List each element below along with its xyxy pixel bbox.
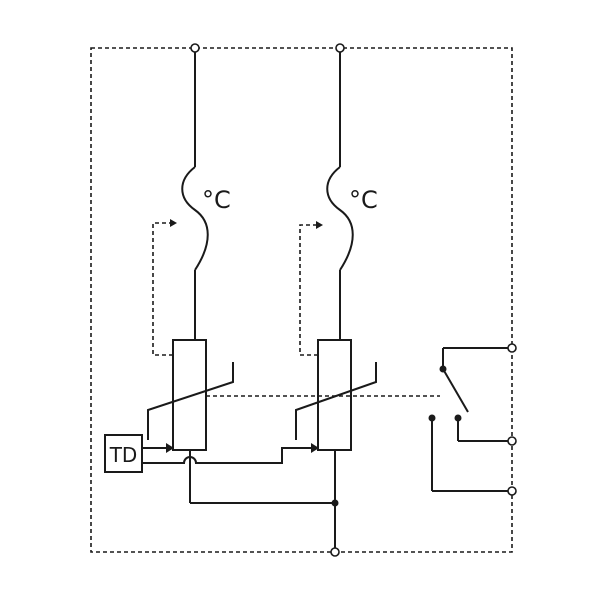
right-thermistor-characteristic (295, 362, 377, 440)
terminal-top-right (335, 43, 345, 53)
left-thermistor-body (172, 339, 207, 451)
terminal-relay-common (507, 343, 517, 353)
left-sensor-unit-label: °C (202, 186, 231, 214)
left-thermistor-characteristic (147, 362, 234, 440)
left-temperature-sensor-symbol (181, 166, 209, 271)
terminal-top-left (190, 43, 200, 53)
terminal-relay-2 (507, 436, 517, 446)
switch-blade (442, 368, 469, 413)
left-branch (147, 52, 335, 504)
time-delay-label: TD (109, 443, 138, 467)
right-sensor-unit-label: °C (349, 186, 378, 214)
terminal-relay-3 (507, 486, 517, 496)
terminal-bottom (330, 547, 340, 557)
enclosure-boundary (90, 47, 513, 553)
right-temperature-sensor-symbol (326, 166, 354, 271)
relay-contacts (428, 347, 512, 492)
right-branch (295, 52, 377, 552)
right-thermistor-body (317, 339, 352, 451)
junction-dot (331, 499, 339, 507)
time-delay-block: TD (104, 434, 319, 473)
